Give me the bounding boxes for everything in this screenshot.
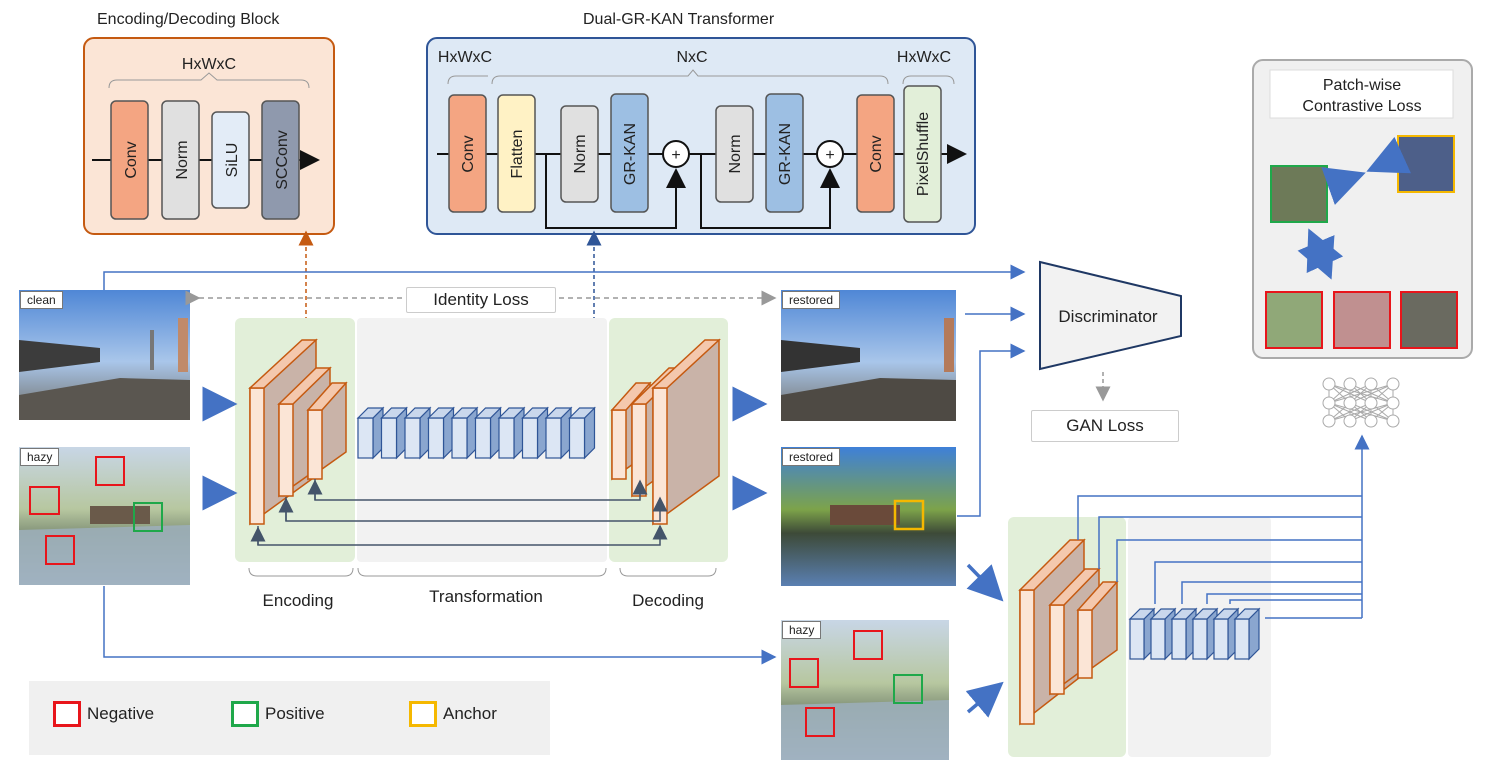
svg-text:Norm: Norm — [572, 134, 589, 173]
contrastive-panel — [1252, 59, 1473, 359]
transformer-cube-4 — [427, 417, 445, 459]
extractor-cube-4 — [1192, 618, 1208, 660]
legend-item-anchor: Anchor — [409, 701, 497, 727]
add-node-2 — [816, 140, 844, 168]
transformer-dims-mid: NxC — [676, 49, 707, 66]
negative-swatch — [53, 701, 81, 727]
extractor-cube-3 — [1171, 618, 1187, 660]
add-node-1 — [662, 140, 690, 168]
transformer-cube-1 — [357, 417, 374, 459]
transformer-title: Dual-GR-KAN Transformer — [583, 11, 775, 28]
legend: Negative Positive Anchor — [29, 681, 550, 755]
gan-loss-label: GAN Loss — [1031, 410, 1179, 442]
enc-silu-block — [211, 111, 250, 209]
discriminator-shape — [1039, 260, 1182, 371]
transformer-dims-right: HxWxC — [897, 49, 951, 66]
transformer-dims-left: HxWxC — [438, 49, 492, 66]
negative-patch-3 — [1400, 291, 1458, 349]
tr-norm-block-2 — [715, 105, 754, 203]
extractor-cube-1 — [1129, 618, 1145, 660]
anchor-patch — [1397, 135, 1455, 193]
transformer-cube-5 — [451, 417, 468, 459]
enc-norm-label: Norm — [174, 140, 191, 179]
transformer-cube-10 — [568, 417, 586, 459]
transformer-cube-3 — [404, 417, 421, 459]
enc-norm-block — [161, 100, 200, 220]
hazy-tag: hazy — [20, 448, 60, 466]
transformer-cube-7 — [498, 417, 515, 459]
identity-loss-label: Identity Loss — [406, 287, 556, 313]
enc-conv-label: Conv — [123, 141, 140, 178]
tr-grkan-block-2 — [765, 93, 804, 213]
svg-text:Flatten: Flatten — [509, 130, 526, 179]
transformation-stage-label: Transformation — [429, 587, 543, 606]
positive-patch — [1270, 165, 1328, 223]
encoding-dims-label: HxWxC — [182, 56, 236, 73]
positive-swatch — [231, 701, 259, 727]
clean-image — [19, 290, 190, 420]
tr-grkan-block-1 — [610, 93, 649, 213]
enc-conv-block — [110, 100, 149, 220]
negative-patch-1 — [1265, 291, 1323, 349]
transformer-cube-2 — [380, 417, 398, 459]
restored-image-mid — [781, 447, 956, 586]
extractor-cube-6 — [1234, 618, 1250, 660]
tr-conv-block-2 — [856, 94, 895, 213]
anchor-swatch — [409, 701, 437, 727]
hazy-bottom-tag: hazy — [782, 621, 822, 639]
svg-text:Conv: Conv — [868, 135, 885, 172]
tr-norm-block-1 — [560, 105, 599, 203]
tr-conv-block-1 — [448, 94, 487, 213]
transformer-cube-6 — [474, 417, 492, 459]
tr-pixelshuffle-block — [903, 85, 942, 223]
svg-text:PixelShuffle: PixelShuffle — [915, 112, 932, 196]
svg-text:GR-KAN: GR-KAN — [622, 123, 639, 185]
restored-top-tag: restored — [782, 291, 841, 309]
svg-text:GR-KAN: GR-KAN — [777, 123, 794, 185]
extractor-cube-5 — [1213, 618, 1229, 660]
transformer-cube-9 — [545, 417, 562, 459]
extractor-cube-2 — [1150, 618, 1166, 660]
encoding-stage-label: Encoding — [263, 591, 334, 610]
discriminator-label: Discriminator — [1058, 307, 1158, 326]
mlp-network-icon — [1322, 377, 1400, 428]
hazy-image — [19, 447, 190, 585]
negative-patch-2 — [1333, 291, 1391, 349]
svg-text:+: + — [671, 147, 680, 164]
encoding-block-title: Encoding/Decoding Block — [97, 11, 280, 28]
legend-item-negative: Negative — [53, 701, 154, 727]
tr-flatten-block — [497, 94, 536, 213]
svg-text:Norm: Norm — [727, 134, 744, 173]
legend-item-positive: Positive — [231, 701, 325, 727]
restored-image-top — [781, 290, 956, 421]
restored-mid-tag: restored — [782, 448, 841, 466]
hazy-image-bottom — [781, 620, 949, 760]
transformer-cubes — [356, 406, 596, 460]
clean-tag: clean — [20, 291, 63, 309]
svg-text:Conv: Conv — [460, 135, 477, 172]
enc-scconv-block — [261, 100, 300, 220]
decoding-stage-label: Decoding — [632, 591, 704, 610]
svg-text:+: + — [825, 147, 834, 164]
contrastive-label-line1: Patch-wise — [1323, 77, 1401, 94]
transformer-cube-8 — [521, 417, 539, 459]
enc-silu-label: SiLU — [224, 143, 241, 178]
contrastive-label-line2: Contrastive Loss — [1302, 98, 1421, 115]
enc-scconv-label: SCConv — [274, 130, 291, 190]
encoder-slabs — [248, 338, 348, 526]
decoder-slabs — [610, 338, 721, 526]
